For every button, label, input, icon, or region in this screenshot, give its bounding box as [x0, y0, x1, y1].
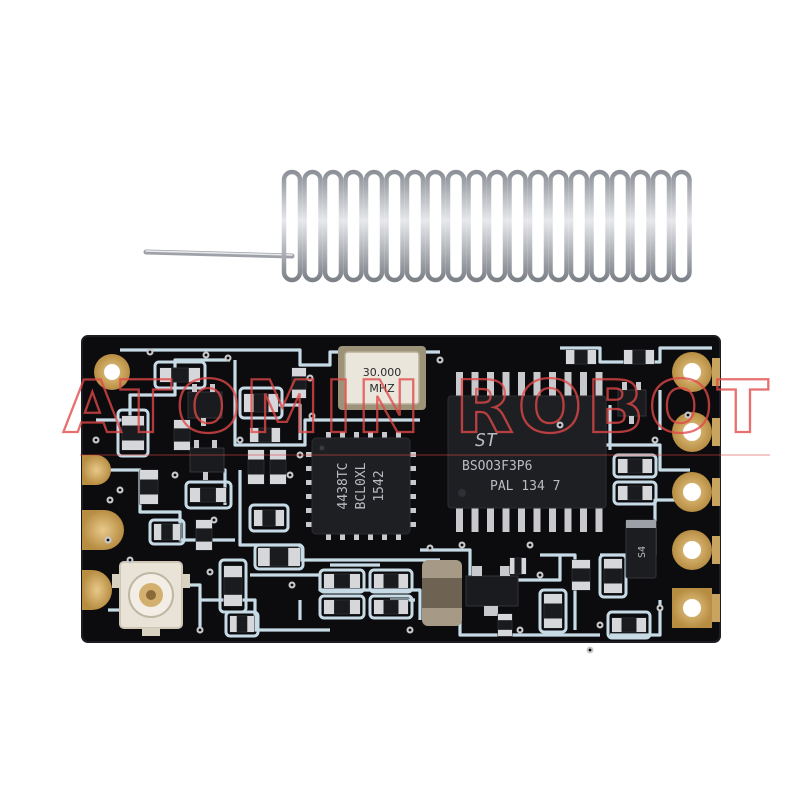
smd-component [159, 367, 201, 383]
mcu-marking-line2: PAL 134 7 [490, 479, 560, 494]
smd-component [603, 558, 623, 594]
smd-component [565, 349, 597, 365]
smd-component [223, 565, 243, 607]
smd-component [153, 523, 181, 541]
crystal-unit-label: MHZ [369, 382, 395, 395]
left-edge-pads [82, 354, 130, 610]
smd-component [571, 559, 591, 591]
smd-component [617, 485, 653, 501]
coil-turn [302, 169, 323, 283]
smd-component [253, 509, 285, 527]
antenna-lead-wire [143, 249, 295, 259]
coil-turn [527, 169, 549, 283]
header-pad [672, 352, 720, 392]
diode-marking: S4 [637, 546, 648, 558]
header-pad [672, 472, 720, 512]
coil-turn [281, 169, 303, 283]
coil-turn [568, 169, 590, 283]
smd-component [189, 487, 227, 503]
coil-turn [630, 169, 651, 283]
spring-antenna [143, 169, 692, 283]
rf-chip-marking-line1: 4438TC [336, 463, 351, 510]
watermark: ATOMIN ROBOT [62, 364, 773, 456]
coil-turn [671, 169, 692, 283]
diode: S4 [625, 519, 657, 579]
pcb-vias [92, 348, 692, 654]
smd-component [497, 613, 513, 637]
sot-transistor [187, 389, 647, 607]
mcu-marking-line1: BSOO3F3P6 [462, 459, 532, 474]
smd-passives [121, 349, 655, 637]
coil-turn [609, 169, 631, 283]
rf-chip-marking-line2: BCL0XL [354, 462, 369, 509]
smd-component [121, 415, 145, 451]
smd-component [291, 367, 307, 399]
rf-transceiver-chip: 4438TC BCL0XL 1542 [306, 432, 416, 540]
smd-component [509, 557, 527, 575]
mcu-logo-icon: ST [475, 430, 498, 451]
smd-component [243, 393, 279, 413]
coil-turn [322, 169, 344, 283]
header-pad [672, 412, 720, 452]
ufl-antenna-connector [112, 561, 190, 636]
smd-component [543, 593, 563, 629]
rf-chip-marking-line3: 1542 [372, 470, 387, 501]
coil-turn [425, 169, 446, 283]
coil-turn [404, 169, 426, 283]
coil-turn [548, 169, 569, 283]
header-pad [672, 588, 720, 628]
smd-component [617, 458, 653, 474]
smd-component [611, 617, 647, 633]
watermark-text: ATOMIN ROBOT [63, 365, 773, 449]
coil-turn [384, 169, 405, 283]
coil-turn [486, 169, 508, 283]
smd-component [373, 599, 409, 615]
smd-component [373, 573, 409, 589]
pcb-board: 30.000 MHZ 4438TC BCL0XL 1542 ST BSOO3F3… [81, 335, 721, 654]
coil-turn [363, 169, 385, 283]
smd-component [323, 573, 361, 589]
coil-turn [445, 169, 467, 283]
coil-turn [589, 169, 610, 283]
header-pad [672, 530, 720, 570]
capacitor-large [422, 560, 462, 626]
smd-component [247, 449, 265, 485]
microcontroller-chip: ST BSOO3F3P6 PAL 134 7 [447, 372, 607, 532]
crystal-frequency-label: 30.000 [363, 366, 402, 379]
smd-component [623, 349, 655, 365]
smd-component [257, 547, 301, 567]
component-outlines [116, 360, 658, 640]
smd-component [139, 469, 159, 505]
smd-component [195, 519, 213, 551]
smd-component [269, 449, 287, 485]
smd-component [323, 599, 361, 615]
antenna-coil [281, 169, 692, 283]
header-pads [672, 352, 720, 628]
coil-turn [650, 169, 672, 283]
smd-component [249, 427, 281, 443]
coil-turn [343, 169, 364, 283]
coil-turn [466, 169, 487, 283]
coil-turn [507, 169, 528, 283]
crystal-oscillator: 30.000 MHZ [338, 346, 426, 410]
smd-component [173, 419, 191, 451]
smd-component [229, 615, 255, 633]
